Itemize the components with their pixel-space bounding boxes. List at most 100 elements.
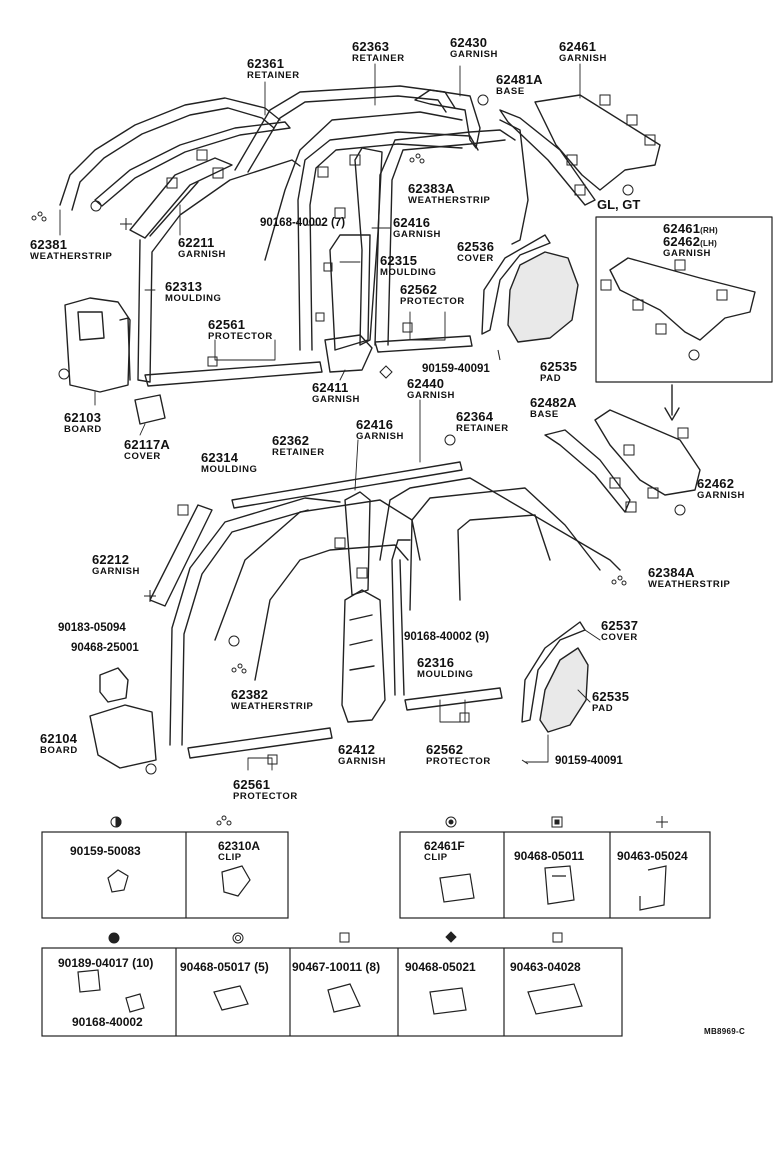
pad-62535-lower-shape bbox=[539, 647, 589, 733]
part-name: PAD bbox=[592, 703, 614, 714]
moulding-62315-shape bbox=[297, 131, 479, 351]
part-name: BOARD bbox=[64, 424, 102, 435]
moulding-62316-shape bbox=[391, 539, 411, 696]
legend-cell-90468-05021: 90468-05021 bbox=[405, 960, 476, 974]
part-name: GARNISH bbox=[697, 490, 746, 501]
protector-62562-upper-shape bbox=[374, 335, 473, 353]
legend-cell-90467-10011: 90467-10011 (8) bbox=[292, 960, 381, 974]
part-name: MOULDING bbox=[165, 293, 222, 304]
protector-62562-lower-shape bbox=[404, 687, 503, 711]
part-name: GARNISH bbox=[407, 390, 456, 401]
retainer-62361-shape bbox=[94, 121, 291, 207]
part-number: 62104 bbox=[40, 731, 78, 746]
gl-gt-inset-box bbox=[595, 216, 773, 383]
part-number: 62430 bbox=[450, 35, 488, 50]
retainer-62364-shape bbox=[379, 477, 621, 611]
part-name: GARNISH bbox=[393, 229, 442, 240]
part-name: PROTECTOR bbox=[426, 756, 491, 767]
inset-arrow-head bbox=[664, 407, 680, 421]
legend-cell-90468-05011: 90468-05011 bbox=[514, 849, 585, 863]
part-name: GARNISH bbox=[178, 249, 227, 260]
legend-part-sketches bbox=[77, 865, 667, 1015]
part-number: 62211 bbox=[178, 235, 215, 250]
legend-top-right-frame bbox=[399, 831, 711, 919]
cover-62537-shape bbox=[521, 621, 586, 723]
part-name: RETAINER bbox=[352, 53, 405, 64]
part-number: 62383A bbox=[408, 181, 455, 196]
clip-62461F-sketch bbox=[439, 873, 475, 903]
protector-62561-lower-shape bbox=[187, 727, 333, 759]
garnish-62440-shape bbox=[231, 461, 463, 509]
retainer-62362-shape bbox=[214, 499, 421, 681]
part-name: WEATHERSTRIP bbox=[408, 195, 491, 206]
part-number: 62536 bbox=[457, 239, 495, 254]
part-number: 62416 bbox=[356, 417, 394, 432]
garnish-inset-shape bbox=[609, 257, 756, 341]
label-90168-40002-7: 90168-40002 (7) bbox=[260, 217, 346, 229]
part-number: 62412 bbox=[338, 742, 376, 757]
part-name: GARNISH bbox=[312, 394, 361, 405]
part-name: PROTECTOR bbox=[208, 331, 273, 342]
clip-90468-05011-sketch bbox=[544, 865, 575, 905]
part-number: 62535 bbox=[592, 689, 630, 704]
part-number: 62537 bbox=[601, 618, 639, 633]
clip-90463-05024-sketch bbox=[639, 865, 667, 911]
part-number: 62561 bbox=[208, 317, 246, 332]
part-name: RETAINER bbox=[456, 423, 509, 434]
board-62104-shape bbox=[89, 704, 157, 769]
part-number: 62440 bbox=[407, 376, 445, 391]
part-name: COVER bbox=[124, 451, 161, 462]
part-name: WEATHERSTRIP bbox=[648, 579, 731, 590]
board-62103-shape bbox=[64, 297, 131, 393]
part-number: 62411 bbox=[312, 380, 349, 395]
weatherstrip-62381-shape bbox=[59, 97, 281, 211]
part-name: WEATHERSTRIP bbox=[30, 251, 113, 262]
clip-90468-05021-sketch bbox=[429, 987, 467, 1015]
base-62482A-shape bbox=[544, 429, 631, 513]
part-number: 62364 bbox=[456, 409, 494, 424]
part-name: COVER bbox=[601, 632, 638, 643]
part-name: GARNISH bbox=[450, 49, 499, 60]
part-name: MOULDING bbox=[201, 464, 258, 475]
part-number: 62384A bbox=[648, 565, 695, 580]
part-number: 62562 bbox=[400, 282, 438, 297]
part-number: 62212 bbox=[92, 552, 130, 567]
part-name: WEATHERSTRIP bbox=[231, 701, 314, 712]
inset-lh-line: 62462(LH) bbox=[663, 234, 717, 249]
legend-cell-62310A-name: CLIP bbox=[218, 852, 242, 863]
garnish-62430-shape bbox=[414, 89, 481, 149]
label-90159-40091-lower: 90159-40091 bbox=[555, 755, 623, 767]
legend-cell-62461F: 62461F bbox=[424, 839, 465, 853]
part-number: 62316 bbox=[417, 655, 455, 670]
part-number: 62315 bbox=[380, 253, 418, 268]
pad-62535-upper-shape bbox=[507, 251, 579, 343]
part-name: GARNISH bbox=[559, 53, 608, 64]
inset-rh-line: 62461(RH) bbox=[663, 221, 718, 236]
part-number: 62561 bbox=[233, 777, 271, 792]
part-name: RETAINER bbox=[247, 70, 300, 81]
moulding-62313-shape bbox=[137, 159, 301, 383]
part-number: 62313 bbox=[165, 279, 203, 294]
